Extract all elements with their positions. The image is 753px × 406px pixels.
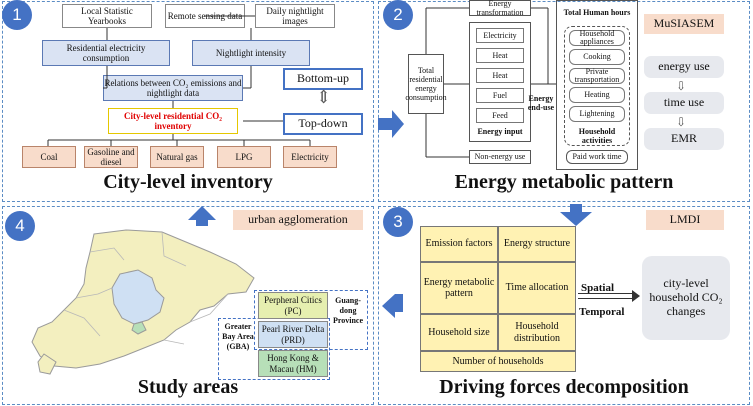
musiasem-step-emr: EMR xyxy=(644,128,724,150)
fuel-box: Electricity xyxy=(283,146,337,168)
total-human-hours-label: Total Human hours xyxy=(563,8,631,17)
human-hours-container xyxy=(556,0,638,170)
top-down-label: Top-down xyxy=(283,113,363,135)
co2-changes-result: city-level household CO₂ changes xyxy=(642,256,730,340)
activity-item: Heating xyxy=(569,87,625,103)
fuel-box: Coal xyxy=(22,146,76,168)
province-label: Guang-dong Province xyxy=(332,296,364,325)
local-yearbooks-box: Local Statistic Yearbooks xyxy=(62,4,152,28)
panel2-title: Energy metabolic pattern xyxy=(454,171,674,193)
step-badge-3: 3 xyxy=(383,207,413,237)
panel1-title: City-level inventory xyxy=(103,171,273,193)
factor-cell: Household size xyxy=(420,314,498,351)
panel-driving-forces xyxy=(378,206,750,405)
panel-study-areas xyxy=(2,206,374,405)
city-inventory-box: City-level residential CO₂ inventory xyxy=(108,108,238,134)
activity-item: Lightening xyxy=(569,106,625,122)
energy-input-item: Heat xyxy=(476,68,524,83)
energy-input-item: Feed xyxy=(476,108,524,123)
double-arrow-icon xyxy=(578,293,636,299)
fuel-box: LPG xyxy=(217,146,271,168)
activity-item: Private transportation xyxy=(569,68,625,84)
fuel-box: Gasoline and diesel xyxy=(84,146,138,168)
energy-end-use-label: Energy end-use xyxy=(527,94,555,112)
residential-electricity-box: Residential electricity consumption xyxy=(42,40,170,66)
arrow-down-icon: ⇩ xyxy=(676,115,687,129)
arrow-head-icon xyxy=(632,290,640,302)
temporal-label: Temporal xyxy=(579,306,625,318)
musiasem-step-energy-use: energy use xyxy=(644,56,724,78)
guangdong-map xyxy=(31,229,255,375)
spatial-label: Spatial xyxy=(581,282,615,294)
activity-item: Household appliances xyxy=(569,30,625,46)
lmdi-label: LMDI xyxy=(646,210,724,230)
step-badge-4: 4 xyxy=(5,211,35,241)
musiasem-step-time-use: time use xyxy=(644,92,724,114)
paid-work-time-box: Paid work time xyxy=(566,150,628,164)
household-activities-label: Household activities xyxy=(578,127,616,145)
step-badge-1: 1 xyxy=(2,0,32,30)
household-activities-container xyxy=(564,26,630,146)
panel4-title: Study areas xyxy=(137,376,239,398)
province-border xyxy=(254,290,368,350)
fuel-box: Natural gas xyxy=(150,146,204,168)
region-box: Pearl River Delta (PRD) xyxy=(258,321,328,348)
bidirectional-arrow-icon: ⇕ xyxy=(316,87,332,107)
panel-energy-metabolic-pattern xyxy=(378,1,750,202)
musiasem-label: MuSIASEM xyxy=(644,14,724,34)
region-box: Hong Kong & Macau (HM) xyxy=(258,350,328,377)
factor-cell: Energy structure xyxy=(498,226,576,262)
nightlight-images-box: Daily nightlight images xyxy=(255,4,335,28)
gba-label: Greater Bay Area (GBA) xyxy=(222,322,254,351)
agglomeration-label: urban agglomeration xyxy=(233,210,363,230)
factor-cell: Energy metabolic pattern xyxy=(420,262,498,314)
factor-cell: Emission factors xyxy=(420,226,498,262)
factor-cell: Household distribution xyxy=(498,314,576,351)
panel-city-level-inventory xyxy=(2,1,374,202)
energy-input-item: Electricity xyxy=(476,28,524,43)
number-of-households-cell: Number of households xyxy=(420,351,576,372)
energy-input-container xyxy=(469,22,531,142)
arrow-down-icon: ⇩ xyxy=(676,79,687,93)
relations-box: Relations between CO₂ emissions and nigh… xyxy=(103,75,243,101)
panel3-title: Driving forces decomposition xyxy=(439,376,689,398)
energy-input-label: Energy input xyxy=(477,127,523,136)
energy-input-item: Fuel xyxy=(476,88,524,103)
total-residential-box: Total residential energy consumption xyxy=(405,54,447,114)
energy-input-item: Heat xyxy=(476,48,524,63)
step-badge-2: 2 xyxy=(383,0,413,30)
activity-item: Cooking xyxy=(569,49,625,65)
energy-transformation-box: Energy transformation xyxy=(469,0,531,17)
factor-cell: Time allocation xyxy=(498,262,576,314)
non-energy-use-box: Non-energy use xyxy=(469,150,531,164)
nightlight-intensity-box: Nightlight intensity xyxy=(192,40,310,66)
bottom-up-label: Bottom-up xyxy=(283,68,363,90)
region-box: Perpheral Citics (PC) xyxy=(258,292,328,319)
